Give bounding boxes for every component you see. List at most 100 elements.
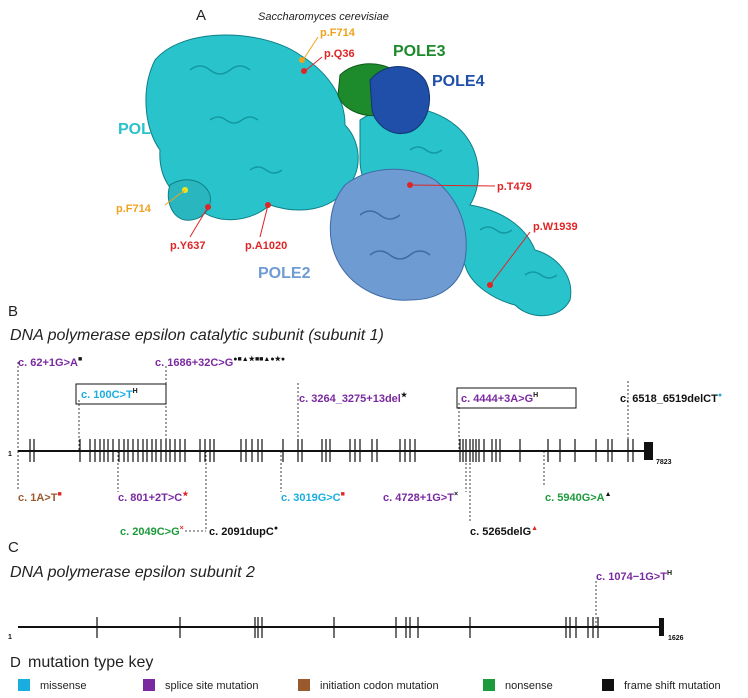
mutation-text: c. 5265delG (470, 526, 531, 538)
mutation-label: c. 2091dupC● (209, 525, 278, 538)
mutation-label: c. 1686+32C>G●■▲★■■▲●★● (155, 355, 285, 369)
key-item-frame-shift: frame shift mutation (602, 679, 721, 692)
mutation-text: c. 1A>T (18, 492, 58, 504)
highlight-box-4444 (456, 387, 577, 409)
mutation-text: c. 5940G>A (545, 492, 605, 504)
key-item-splice-site: splice site mutation (143, 679, 259, 692)
key-title: mutation type key (28, 654, 153, 671)
mutation-marker: ★ (182, 490, 189, 498)
svg-text:c. 2049C>G×: c. 2049C>G× (120, 525, 184, 538)
mutation-label: c. 5265delG▲ (470, 525, 538, 538)
key-label: missense (40, 680, 86, 692)
key-swatch (483, 679, 495, 691)
panel-letter-b: B (8, 303, 18, 320)
exon-marks-subunit1 (29, 439, 634, 462)
residue-label: p.F714 (116, 203, 152, 215)
mutation-label: c. 2049C>G× (120, 525, 184, 538)
key-swatch (18, 679, 30, 691)
panel-letter-c: C (8, 539, 19, 556)
mutation-marker: ▲ (531, 525, 538, 532)
subunit1-title: DNA polymerase epsilon catalytic subunit… (10, 327, 384, 344)
svg-text:c. 801+2T>C★: c. 801+2T>C★ (118, 490, 189, 504)
svg-text:c. 5265delG▲: c. 5265delG▲ (470, 525, 538, 538)
mutation-label: c. 1074−1G>TH (596, 570, 672, 583)
mutation-text: c. 6518_6519delCT (620, 393, 718, 405)
svg-text:c. 2091dupC●: c. 2091dupC● (209, 525, 278, 538)
residue-label: p.Q36 (324, 48, 355, 60)
gene-track-subunit2 (18, 617, 664, 638)
residue-label: p.W1939 (533, 221, 578, 233)
mutation-marker: ● (274, 525, 278, 532)
svg-text:c. 1074−1G>TH: c. 1074−1G>TH (596, 570, 672, 583)
residue-label: p.Y637 (170, 240, 205, 252)
mutation-text: c. 801+2T>C (118, 492, 182, 504)
key-label: frame shift mutation (624, 680, 721, 692)
mutation-marker: ★ (401, 391, 408, 399)
svg-text:c. 100C>TH: c. 100C>TH (81, 388, 138, 401)
mutation-text: c. 4444+3A>G (461, 393, 533, 405)
mutation-label: c. 801+2T>C★ (118, 490, 189, 504)
key-item-nonsense: nonsense (483, 679, 553, 692)
mutation-text: c. 62+1G>A (18, 357, 78, 369)
key-swatch (298, 679, 310, 691)
mutation-label: c. 3019G>C■ (281, 491, 345, 504)
svg-text:c. 5940G>A▲: c. 5940G>A▲ (545, 491, 612, 504)
mutation-text: c. 4728+1G>T (383, 492, 454, 504)
mutation-marker: H (133, 388, 138, 395)
key-swatch (143, 679, 155, 691)
mutation-leader-lines-subunit1 (17, 362, 629, 532)
mutation-text: c. 3264_3275+13del (299, 393, 401, 405)
svg-text:c. 1686+32C>G●■▲★■■▲●★●: c. 1686+32C>G●■▲★■■▲●★● (155, 355, 285, 369)
panel-letter-d: D (10, 654, 21, 671)
mutation-text: c. 2049C>G (120, 526, 180, 538)
key-swatch (602, 679, 614, 691)
mutation-text: c. 100C>T (81, 389, 133, 401)
exon-marks-subunit2 (96, 617, 599, 638)
mutation-text: c. 2091dupC (209, 526, 274, 538)
gene-end-block-subunit2 (659, 618, 664, 636)
mutation-label: c. 100C>TH (81, 388, 138, 401)
key-item-initiation-codon: initiation codon mutation (298, 679, 439, 692)
svg-text:c. 4728+1G>T×: c. 4728+1G>T× (383, 491, 458, 504)
mutation-marker: H (667, 570, 672, 577)
subunit1-start-label: 1 (8, 451, 12, 458)
svg-text:c. 4444+3A>GH: c. 4444+3A>GH (461, 392, 538, 405)
mutation-text: c. 3019G>C (281, 492, 341, 504)
mutation-marker: ●■▲★■■▲●★● (233, 355, 285, 363)
protein-label-pole2: POLE2 (258, 265, 311, 282)
residue-label: p.F714 (320, 27, 356, 39)
subunit2-start-label: 1 (8, 634, 12, 641)
subunit2-end-label: 1626 (668, 635, 684, 642)
mutation-marker: × (180, 525, 184, 532)
mutation-label: c. 5940G>A▲ (545, 491, 612, 504)
subunit1-end-label: 7823 (656, 459, 672, 466)
gene-track-subunit1 (18, 439, 653, 462)
protein-label-pole1: POLE1 (118, 121, 171, 138)
mutation-label: c. 3264_3275+13del★ (299, 391, 408, 405)
svg-text:c. 6518_6519delCT●: c. 6518_6519delCT● (620, 392, 722, 405)
mutation-label: c. 1A>T■ (18, 491, 62, 504)
residue-leader-lines (164, 36, 531, 286)
mutation-marker: ■ (341, 491, 345, 498)
key-item-missense: missense (18, 679, 86, 692)
mutation-marker: ● (718, 392, 722, 399)
mutation-text: c. 1686+32C>G (155, 357, 233, 369)
protein-label-pole3: POLE3 (393, 43, 446, 60)
mutation-marker: ▲ (605, 491, 612, 498)
svg-text:c. 3264_3275+13del★: c. 3264_3275+13del★ (299, 391, 408, 405)
key-label: splice site mutation (165, 680, 259, 692)
residue-label: p.T479 (497, 181, 532, 193)
svg-text:c. 62+1G>A■: c. 62+1G>A■ (18, 356, 82, 369)
species-label: Saccharomyces cerevisiae (258, 11, 389, 23)
panel-letter-a: A (196, 7, 206, 24)
mutation-label: c. 4728+1G>T× (383, 491, 458, 504)
protein-structure-render (145, 34, 572, 317)
svg-text:c. 3019G>C■: c. 3019G>C■ (281, 491, 345, 504)
mutation-label: c. 4444+3A>GH (461, 392, 538, 405)
key-label: initiation codon mutation (320, 680, 439, 692)
protein-label-pole4: POLE4 (432, 73, 485, 90)
mutation-marker: × (454, 491, 458, 498)
residue-label: p.A1020 (245, 240, 287, 252)
